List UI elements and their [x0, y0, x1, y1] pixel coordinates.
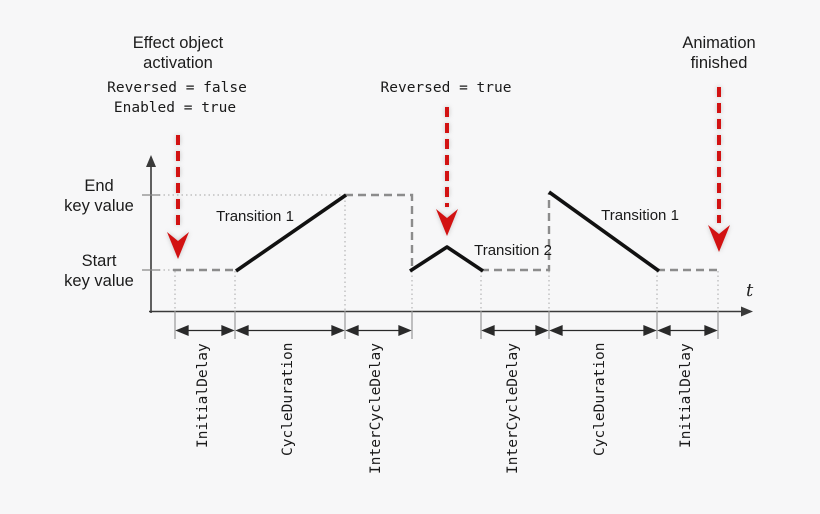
activation-title: Effect object activation — [132, 34, 224, 72]
segment-boundary-ticks — [174, 311, 719, 339]
transition-2-label: Transition 2 — [474, 242, 552, 259]
intercycle-delay-arrow — [345, 325, 412, 336]
measurement-arrows — [175, 325, 718, 336]
time-axis-label: t — [746, 280, 754, 301]
end-key-value-label: End key value — [64, 177, 134, 215]
transition-lines — [234, 190, 661, 273]
dashed-hold-lines — [173, 193, 718, 272]
activation-enabled-value: Enabled = true — [113, 100, 237, 116]
reversal-arrow-icon — [436, 107, 458, 236]
initial-delay-arrow — [175, 325, 235, 336]
segment-label-cycle-duration-2: CycleDuration — [592, 343, 608, 457]
y-axis-arrowhead-icon — [146, 155, 156, 167]
intercycle-hold-rise-line — [481, 193, 551, 272]
finished-arrow-icon — [708, 87, 730, 252]
finished-title: Animation finished — [682, 34, 756, 72]
segment-label-cycle-duration: CycleDuration — [280, 343, 296, 457]
transition-1-reverse-label: Transition 1 — [601, 207, 679, 224]
start-key-value-label: Start key value — [64, 252, 134, 290]
activation-arrow-icon — [167, 135, 189, 259]
x-axis-arrowhead-icon — [741, 306, 753, 317]
activation-reversed-value: Reversed = false — [107, 80, 247, 96]
initial-delay-arrow-2 — [657, 325, 718, 336]
transition-2-line — [409, 245, 484, 273]
transition-1-line — [234, 193, 348, 273]
transition-1-label: Transition 1 — [216, 208, 294, 225]
cycle-duration-arrow — [235, 325, 345, 336]
segment-label-intercycle-delay: InterCycleDelay — [368, 343, 384, 474]
intercycle-delay-arrow-2 — [481, 325, 549, 336]
dotted-guide-lines — [159, 194, 719, 311]
segment-label-initial-delay-2: InitialDelay — [678, 343, 694, 448]
transition-1-reverse-line — [547, 190, 661, 273]
segment-label-initial-delay: InitialDelay — [195, 343, 211, 448]
axes — [142, 155, 753, 317]
reversal-label: Reversed = true — [380, 80, 512, 96]
segment-label-intercycle-delay-2: InterCycleDelay — [505, 343, 521, 474]
cycle-duration-arrow-2 — [549, 325, 657, 336]
event-arrows — [167, 87, 730, 259]
intercycle-hold-drop-line — [345, 193, 414, 270]
